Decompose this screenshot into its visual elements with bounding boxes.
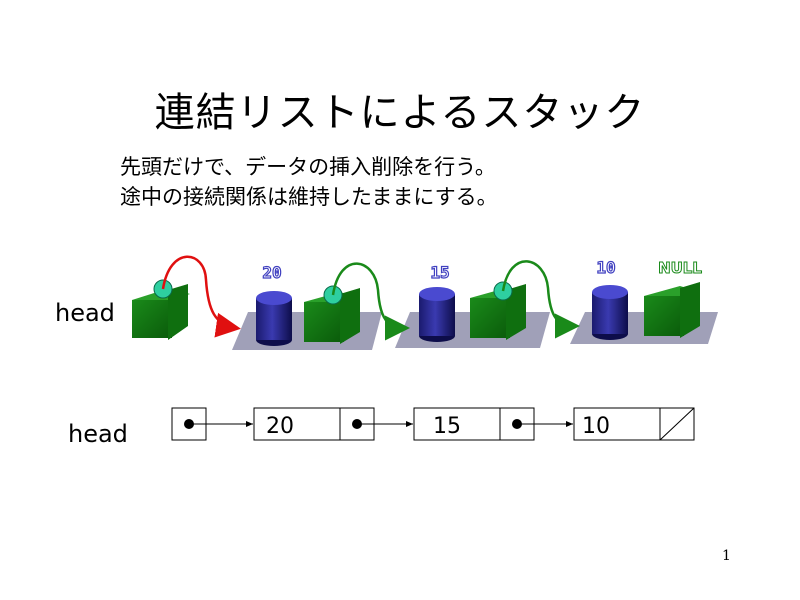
node-label-20: 20 bbox=[262, 263, 281, 282]
node-label-10: 10 bbox=[596, 258, 615, 277]
node-20-3d bbox=[256, 285, 360, 346]
link-arrow bbox=[501, 260, 580, 339]
slide-body: 先頭だけで、データの挿入削除を行う。 途中の接続関係は維持したままにする。 bbox=[120, 152, 498, 212]
null-slash bbox=[659, 407, 695, 441]
node-value-15: 15 bbox=[433, 414, 461, 439]
null-label: NULL bbox=[658, 259, 702, 277]
illustration-head-label: head bbox=[55, 299, 115, 327]
diagram-head-label: head bbox=[68, 420, 128, 448]
node-label-15: 15 bbox=[430, 263, 449, 282]
list-node bbox=[573, 407, 695, 441]
linked-list-diagram: 20 15 10 bbox=[171, 407, 695, 441]
node-15-3d bbox=[419, 281, 526, 342]
slide-title: 連結リストによるスタック bbox=[154, 90, 646, 136]
stack-illustration: 20 15 10 NULL bbox=[132, 255, 718, 350]
head-box-3d bbox=[132, 279, 190, 340]
node-value-20: 20 bbox=[266, 414, 294, 439]
node-value-10: 10 bbox=[582, 414, 610, 439]
head-pointer-arrow bbox=[161, 255, 241, 338]
node-10-3d bbox=[592, 282, 700, 340]
body-line-2: 途中の接続関係は維持したままにする。 bbox=[120, 185, 498, 209]
page-number: 1 bbox=[722, 548, 731, 564]
link-arrow bbox=[331, 262, 410, 341]
body-line-1: 先頭だけで、データの挿入削除を行う。 bbox=[120, 155, 496, 179]
